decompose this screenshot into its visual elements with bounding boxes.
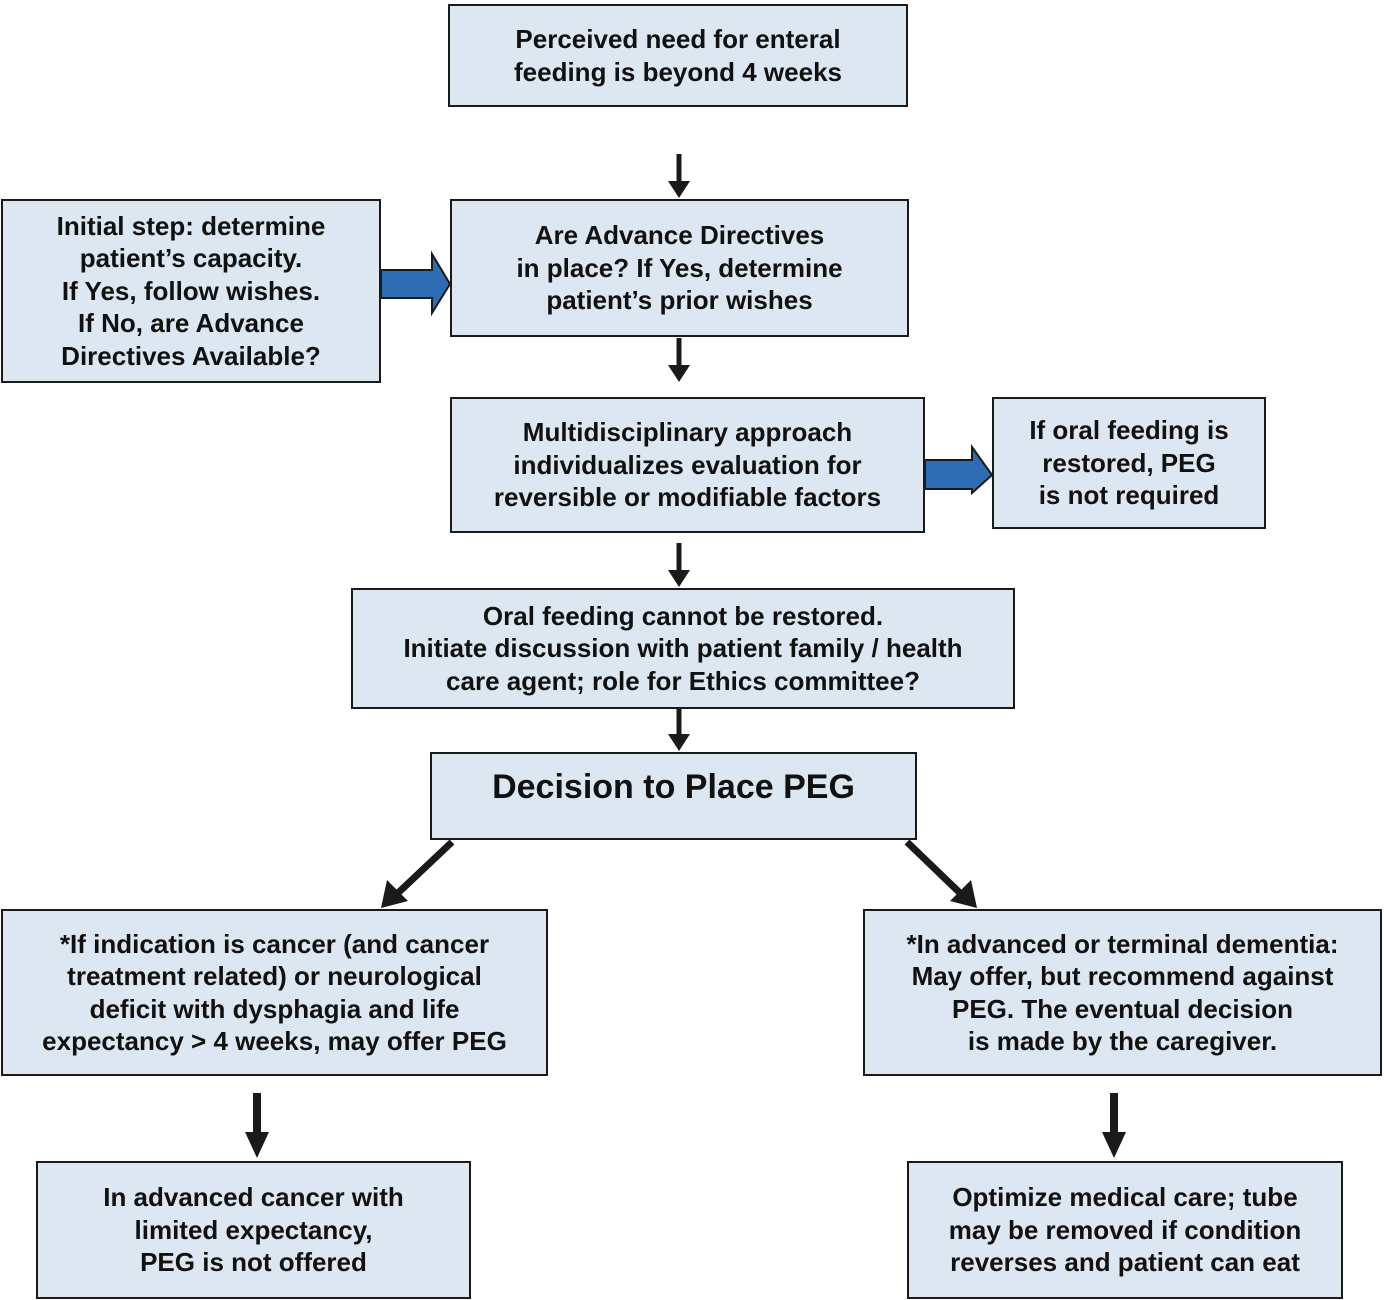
text-line: care agent; role for Ethics committee? (446, 665, 920, 696)
text-line: is made by the caregiver. (967, 1026, 1278, 1056)
text-line: treatment related) or neurological (67, 961, 482, 991)
arrow-multidisciplinary-to-restored (924, 443, 994, 496)
text-line: Decision to Place PEG (492, 768, 855, 806)
arrow-cannot-restore-to-decision (668, 709, 690, 751)
arrow-multidisciplinary-to-cannot-restore (668, 543, 690, 587)
text-line: feeding is beyond 4 weeks (514, 56, 842, 87)
text-line: Directives Available? (61, 340, 321, 371)
text-line: individualizes evaluation for (513, 449, 862, 480)
text-line: PEG. The eventual decision (952, 993, 1293, 1024)
text-line: Oral feeding cannot be restored. (482, 600, 884, 631)
arrow-directives-to-multidisciplinary (668, 338, 690, 382)
text-line: Initial step: determine (56, 210, 326, 241)
box-decision-to-place-peg: Decision to Place PEG (430, 752, 917, 840)
box-dementia: *In advanced or terminal dementia:May of… (863, 909, 1382, 1076)
text-line: may be removed if condition (948, 1214, 1302, 1245)
text-line: In advanced cancer with (103, 1182, 404, 1213)
text-line: in place? If Yes, determine (516, 252, 843, 283)
text-line: Perceived need for enteral (515, 24, 841, 54)
text-line: *In advanced or terminal dementia: (906, 928, 1339, 959)
text-line: is not required (1038, 480, 1220, 511)
text-line: restored, PEG (1042, 447, 1216, 478)
arrow-dementia-to-optimize (1102, 1093, 1126, 1158)
text-line: Are Advance Directives (534, 220, 825, 251)
text-line: deficit with dysphagia and life (89, 993, 460, 1024)
text-line: If oral feeding is (1029, 415, 1229, 446)
box-oral-feeding-cannot-be-restored: Oral feeding cannot be restored.Initiate… (351, 588, 1015, 709)
text-line: patient’s prior wishes (546, 285, 813, 316)
text-line: Multidisciplinary approach (522, 417, 853, 448)
text-line: May offer, but recommend against (911, 961, 1334, 991)
text-line: patient’s capacity. (79, 243, 303, 274)
text-line: Initiate discussion with patient family … (403, 633, 963, 664)
text-line: limited expectancy, (134, 1214, 373, 1245)
text-line: Optimize medical care; tube (952, 1182, 1298, 1213)
arrow-decision-to-dementia (904, 839, 977, 908)
text-line: If Yes, follow wishes. (61, 275, 321, 306)
text-line: reverses and patient can eat (950, 1247, 1300, 1278)
arrow-capacity-to-directives (380, 250, 452, 317)
text-line: reversible or modifiable factors (493, 482, 882, 513)
arrow-need-to-directives (668, 154, 690, 198)
text-line: If No, are Advance (78, 308, 304, 339)
arrow-cancer-to-advanced-cancer (245, 1093, 269, 1158)
text-line: expectancy > 4 weeks, may offer PEG (42, 1026, 507, 1056)
arrow-decision-to-cancer (381, 839, 455, 908)
text-line: *If indication is cancer (and cancer (59, 928, 490, 959)
text-line: PEG is not offered (140, 1247, 367, 1278)
